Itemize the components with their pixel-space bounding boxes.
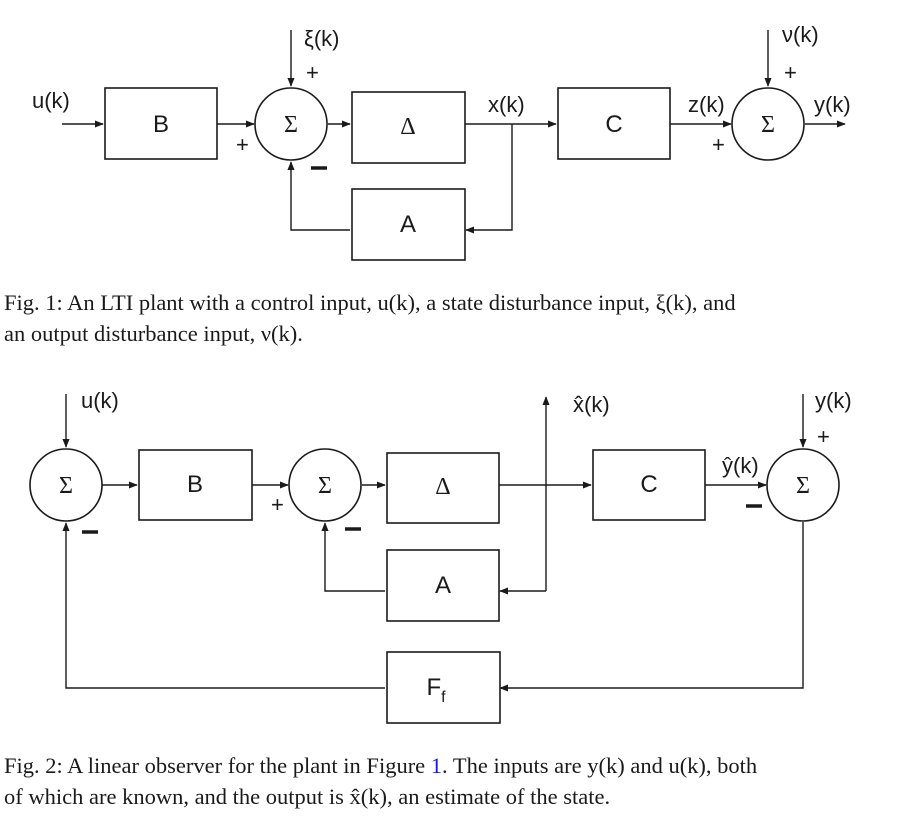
fig2-sum-junction-3: Σ bbox=[766, 448, 840, 522]
fig1-block-B: B bbox=[104, 87, 218, 160]
fig2-block-A: A bbox=[386, 549, 500, 622]
fig2-sum-1-symbol: Σ bbox=[59, 473, 73, 499]
fig1-sum-2-symbol: Σ bbox=[761, 112, 775, 138]
fig2-block-B: B bbox=[138, 449, 253, 521]
fig2-caption-line2: of which are known, and the output is x̂… bbox=[4, 784, 610, 809]
fig2-caption-line1-pre: Fig. 2: A linear observer for the plant … bbox=[4, 753, 431, 778]
fig2-block-Ff-main: F bbox=[426, 674, 441, 701]
fig1-caption-line1: Fig. 1: An LTI plant with a control inpu… bbox=[4, 290, 736, 315]
fig2-block-A-label: A bbox=[435, 572, 451, 599]
fig2-wire-Ff-to-sum bbox=[62, 522, 385, 689]
fig1-sign-nu-plus: + bbox=[784, 60, 797, 85]
fig1-sum-1-symbol: Σ bbox=[284, 112, 298, 138]
fig2-label-u: u(k) bbox=[81, 388, 119, 413]
fig2-caption-line1: Fig. 2: A linear observer for the plant … bbox=[4, 753, 757, 778]
fig1-wire-feedback-to-A bbox=[465, 124, 513, 234]
fig1-sign-z-plus: + bbox=[712, 132, 725, 157]
fig1-wire-A-to-sum bbox=[287, 161, 350, 231]
fig2-label-yhat: ŷ(k) bbox=[722, 453, 759, 478]
fig2-block-B-label: B bbox=[187, 471, 203, 498]
fig2-label-y: y(k) bbox=[815, 388, 852, 413]
fig2-sum-junction-1: Σ bbox=[29, 448, 103, 522]
fig2-caption-figure-link[interactable]: 1 bbox=[431, 753, 442, 778]
fig1-block-A: A bbox=[351, 188, 466, 261]
fig2-caption-line1-post: . The inputs are y(k) and u(k), both bbox=[442, 753, 757, 778]
fig2-diagram: B Δ A C Ff Σ Σ Σ u bbox=[29, 388, 852, 724]
fig1-sign-xi-plus: + bbox=[306, 60, 319, 85]
fig2-sign-y-plus: + bbox=[817, 424, 830, 449]
fig2-wire-A-to-sum bbox=[321, 522, 385, 592]
fig2-sum-2-symbol: Σ bbox=[318, 473, 332, 499]
fig1-caption-line2: an output disturbance input, ν(k). bbox=[4, 321, 303, 346]
fig2-block-Ff: Ff bbox=[386, 651, 501, 724]
fig1-label-z: z(k) bbox=[688, 92, 725, 117]
fig1-sign-B-plus: + bbox=[236, 132, 249, 157]
fig2-block-Ff-subscript: f bbox=[441, 689, 446, 706]
fig2-block-C-label: C bbox=[640, 471, 657, 498]
fig1-block-B-label: B bbox=[153, 111, 169, 138]
fig1-diagram: B Δ A C Σ Σ u(k) ξ(k) x(k) z(k) ν(k) y(k… bbox=[32, 22, 851, 261]
fig1-block-delta-label: Δ bbox=[400, 114, 415, 140]
fig1-label-xi: ξ(k) bbox=[304, 26, 340, 51]
fig1-block-C-label: C bbox=[605, 111, 622, 138]
fig1-sum-junction-1: Σ bbox=[254, 87, 328, 161]
fig2-sign-B-plus: + bbox=[271, 492, 284, 517]
fig2-wire-sum-to-Ff bbox=[499, 522, 804, 692]
fig1-block-C: C bbox=[557, 87, 671, 160]
fig2-block-Ff-label: Ff bbox=[426, 674, 446, 706]
fig1-block-A-label: A bbox=[400, 211, 416, 238]
fig2-block-C: C bbox=[592, 449, 706, 521]
fig1-label-y: y(k) bbox=[814, 92, 851, 117]
fig2-sum-junction-2: Σ bbox=[288, 448, 362, 522]
fig2-block-delta: Δ bbox=[386, 452, 500, 524]
fig2-label-xhat: x̂(k) bbox=[573, 392, 610, 417]
fig1-label-x: x(k) bbox=[488, 92, 525, 117]
fig1-block-delta: Δ bbox=[351, 91, 466, 164]
fig1-sum-junction-2: Σ bbox=[731, 87, 805, 161]
fig2-sum-3-symbol: Σ bbox=[796, 473, 810, 499]
fig1-label-nu: ν(k) bbox=[782, 22, 819, 47]
fig1-label-u: u(k) bbox=[32, 88, 70, 113]
fig2-block-delta-label: Δ bbox=[435, 474, 450, 500]
